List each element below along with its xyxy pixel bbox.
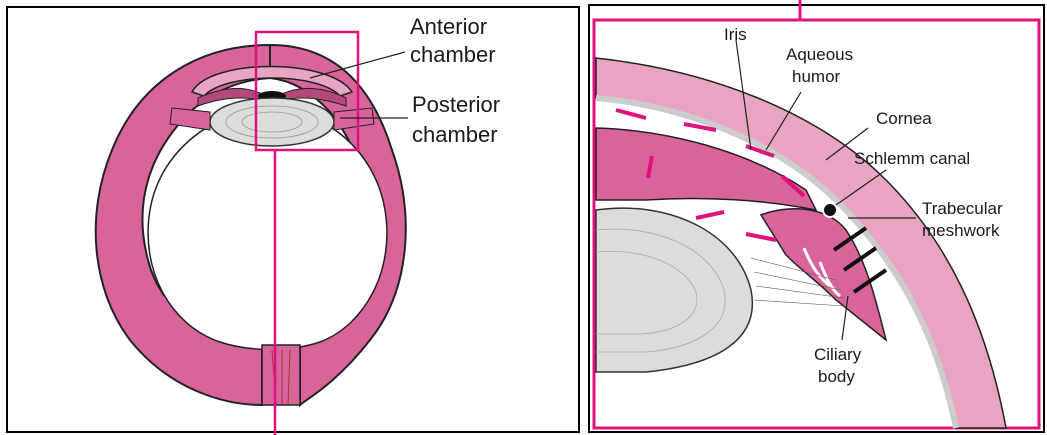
whole-eye-diagram: Anterior chamber Posterior chamber <box>0 0 584 435</box>
label-iris: Iris <box>724 25 747 44</box>
whole-eye-panel: Anterior chamber Posterior chamber <box>0 0 584 435</box>
label-schlemm: Schlemm canal <box>854 149 970 168</box>
label-aqueous-2: humor <box>792 67 841 86</box>
label-ciliary-2: body <box>818 367 855 386</box>
label-anterior-2: chamber <box>410 42 496 67</box>
label-trabecular-2: meshwork <box>922 221 1000 240</box>
label-aqueous-1: Aqueous <box>786 45 853 64</box>
label-trabecular-1: Trabecular <box>922 199 1003 218</box>
label-posterior-2: chamber <box>412 122 498 147</box>
label-posterior-1: Posterior <box>412 92 500 117</box>
label-anterior-1: Anterior <box>410 14 487 39</box>
label-cornea: Cornea <box>876 109 932 128</box>
schlemm-canal <box>823 203 837 217</box>
lens <box>210 98 334 146</box>
drainage-angle-diagram: Iris Aqueous humor Cornea Schlemm canal … <box>586 0 1047 435</box>
drainage-angle-panel: Iris Aqueous humor Cornea Schlemm canal … <box>586 0 1047 435</box>
label-ciliary-1: Ciliary <box>814 345 862 364</box>
optic-nerve <box>262 345 300 405</box>
